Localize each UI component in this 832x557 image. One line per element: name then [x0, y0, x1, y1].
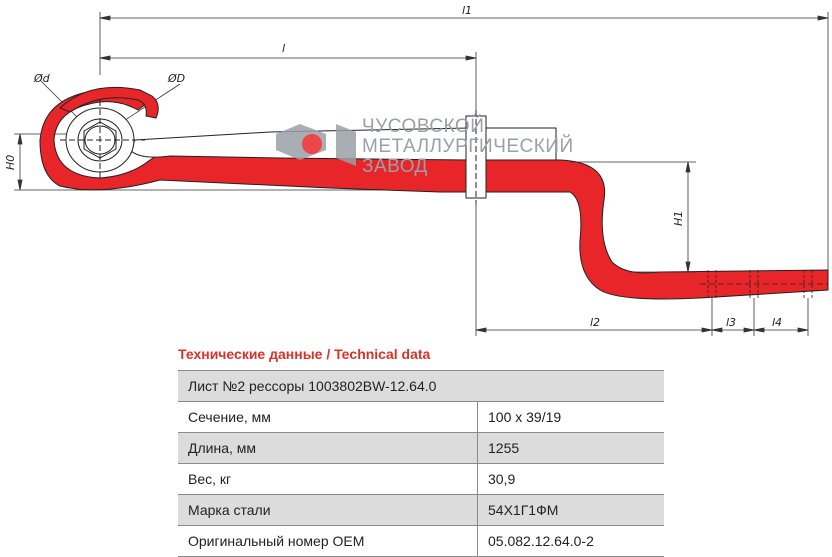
eye-bushing: [60, 100, 145, 180]
spring-drawing: l1 l Ød ØD H0: [4, 4, 829, 336]
dim-l1-label: l1: [462, 4, 472, 17]
spec-value: 54Х1Г1ФМ: [477, 494, 664, 526]
spec-value: 30,9: [477, 463, 664, 495]
dim-phi-D-label: ØD: [167, 72, 185, 85]
spec-value: 1255: [477, 432, 664, 464]
spec-label: Марка стали: [178, 494, 478, 526]
dimension-l2-l3-l4: [475, 200, 809, 336]
spec-label: Вес, кг: [178, 463, 478, 495]
spec-label: Сечение, мм: [178, 401, 478, 433]
table-row: Сечение, мм 100 х 39/19: [178, 401, 664, 433]
dimension-l1: [99, 12, 829, 270]
table-row: Длина, мм 1255: [178, 432, 664, 464]
table-row: Марка стали 54Х1Г1ФМ: [178, 494, 664, 526]
dim-l2-label: l2: [590, 316, 600, 329]
dim-l4-label: l4: [772, 316, 782, 329]
dimension-h0: [14, 133, 420, 191]
dimension-h1: [570, 161, 696, 273]
spec-value: 100 х 39/19: [477, 401, 664, 433]
dim-h1-label: H1: [672, 211, 685, 226]
technical-data-title: Технические данные / Technical data: [178, 346, 431, 362]
spec-table-header: Лист №2 рессоры 1003802BW-12.64.0: [178, 370, 664, 402]
spec-table-header-row: Лист №2 рессоры 1003802BW-12.64.0: [178, 370, 664, 402]
dim-l3-label: l3: [726, 316, 736, 329]
brand-line-2: МЕТАЛЛУРГИЧЕСКИЙ: [362, 135, 574, 157]
dim-phi-d-label: Ød: [33, 72, 51, 85]
leaf-end-marks: [700, 270, 828, 298]
center-bolt: [465, 110, 487, 204]
table-row: Вес, кг 30,9: [178, 463, 664, 495]
brand-line-1: ЧУСОВСКОЙ: [362, 115, 484, 137]
dimension-l: [99, 52, 477, 120]
brand-line-3: ЗАВОД: [362, 156, 428, 177]
brand-logo: [276, 124, 356, 166]
spec-table: Лист №2 рессоры 1003802BW-12.64.0 Сечени…: [178, 370, 664, 557]
dim-h0-label: H0: [4, 155, 17, 170]
spring-eye-hook: [59, 86, 159, 119]
dim-l-label: l: [282, 42, 285, 55]
spec-label: Длина, мм: [178, 432, 478, 464]
spring-leaf: [39, 89, 829, 300]
